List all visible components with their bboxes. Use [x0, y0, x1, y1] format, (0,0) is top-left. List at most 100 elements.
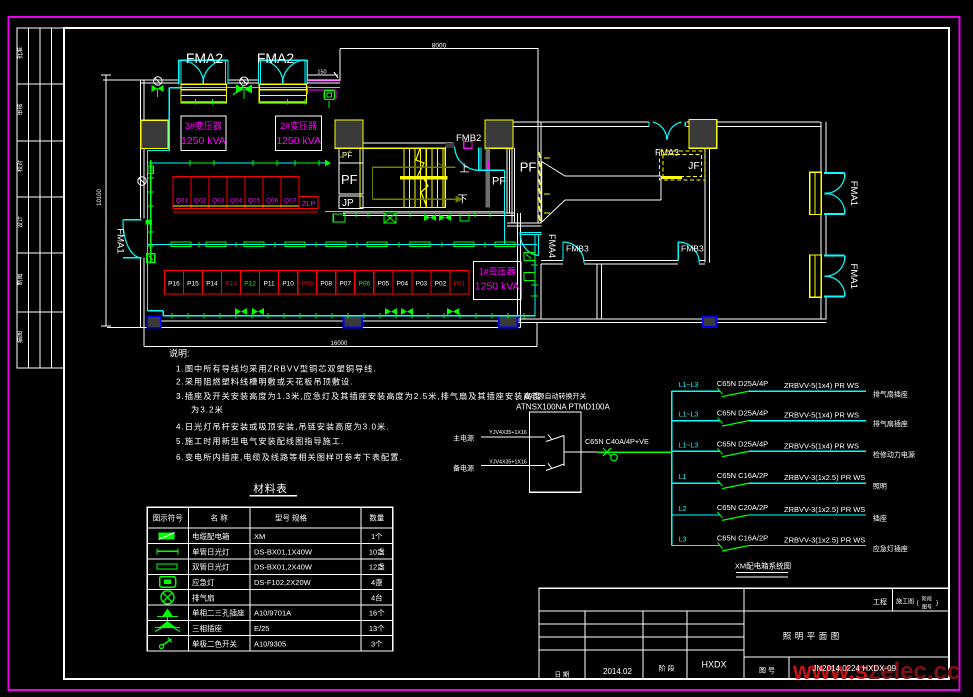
- svg-text:2.采用阻燃塑料线槽明敷或天花板吊顶敷设.: 2.采用阻燃塑料线槽明敷或天花板吊顶敷设.: [176, 377, 353, 387]
- svg-text:JF: JF: [688, 160, 700, 172]
- svg-text:L1~L3: L1~L3: [679, 412, 699, 419]
- svg-text:P09: P09: [301, 281, 313, 288]
- svg-text:C65N D25A/4P: C65N D25A/4P: [717, 379, 768, 388]
- svg-text:照明平面图: 照明平面图: [783, 631, 843, 641]
- svg-text:ZRBVV-5(1x4) PR WS: ZRBVV-5(1x4) PR WS: [784, 441, 859, 450]
- svg-text:FMA1: FMA1: [848, 264, 859, 289]
- svg-text:P14: P14: [206, 281, 218, 288]
- svg-text:上: 上: [460, 163, 470, 175]
- svg-text:三相插座: 三相插座: [192, 623, 222, 633]
- svg-text:图示符号: 图示符号: [153, 513, 183, 523]
- svg-text:FMA3: FMA3: [655, 148, 679, 158]
- svg-text:1250 kVA: 1250 kVA: [276, 135, 321, 147]
- svg-text:12盏: 12盏: [369, 562, 385, 572]
- svg-text:16000: 16000: [331, 341, 348, 347]
- svg-text:图号: 图号: [922, 605, 932, 611]
- svg-text:FMA4: FMA4: [547, 234, 557, 258]
- svg-text:P02: P02: [435, 281, 447, 288]
- svg-text:L1: L1: [679, 474, 687, 481]
- svg-text:13个: 13个: [369, 624, 385, 633]
- svg-text:Q07: Q07: [284, 198, 297, 205]
- svg-text:C65N D25A/4P: C65N D25A/4P: [717, 409, 768, 418]
- svg-text:P10: P10: [282, 281, 294, 288]
- svg-text:应急灯插座: 应急灯插座: [873, 544, 908, 553]
- svg-text:DS-BX01,2X40W: DS-BX01,2X40W: [254, 563, 313, 572]
- svg-text:照明: 照明: [873, 483, 887, 491]
- svg-text:2014.02: 2014.02: [603, 667, 632, 676]
- svg-text:单管日光灯: 单管日光灯: [192, 546, 230, 556]
- svg-text:C65N C16A/2P: C65N C16A/2P: [717, 471, 768, 480]
- svg-text:ZRBVV-3(1x2.5) PR WS: ZRBVV-3(1x2.5) PR WS: [784, 536, 865, 545]
- svg-text:数量: 数量: [369, 513, 384, 523]
- svg-text:ZRBVV-3(1x2.5) PR WS: ZRBVV-3(1x2.5) PR WS: [784, 505, 865, 514]
- svg-text:下: 下: [458, 195, 468, 206]
- svg-text:排气扇: 排气扇: [192, 592, 215, 602]
- svg-text:150: 150: [317, 70, 326, 76]
- svg-text:YJV4X35+1X16: YJV4X35+1X16: [489, 460, 527, 466]
- svg-text:16个: 16个: [369, 609, 385, 618]
- svg-text:L1~L3: L1~L3: [679, 382, 699, 389]
- svg-text:P03: P03: [416, 281, 428, 288]
- svg-text:P07: P07: [339, 281, 351, 288]
- svg-text:ZRBVV-5(1x4) PR WS: ZRBVV-5(1x4) PR WS: [784, 411, 859, 420]
- svg-text:备电源: 备电源: [453, 464, 474, 473]
- svg-text:www.szelec.cc: www.szelec.cc: [792, 658, 960, 685]
- svg-text:C65N C16A/2P: C65N C16A/2P: [717, 534, 768, 543]
- svg-text:1个: 1个: [371, 532, 383, 541]
- svg-text:FMA1: FMA1: [848, 181, 859, 206]
- svg-text:P08: P08: [320, 281, 332, 288]
- svg-text:日 期: 日 期: [555, 671, 570, 679]
- svg-text:DS-F102,2X20W: DS-F102,2X20W: [254, 578, 312, 587]
- svg-text:JP: JP: [342, 198, 354, 209]
- svg-text:主电源: 主电源: [453, 434, 474, 443]
- svg-text:P05: P05: [378, 281, 390, 288]
- svg-text:4台: 4台: [371, 592, 383, 602]
- svg-text:P12: P12: [244, 281, 256, 288]
- svg-text:FMA2: FMA2: [257, 50, 295, 66]
- svg-text:L1~L3: L1~L3: [679, 442, 699, 449]
- svg-text:L2: L2: [679, 506, 687, 513]
- svg-text:说明:: 说明:: [169, 348, 190, 359]
- svg-text:P01: P01: [454, 281, 466, 288]
- svg-text:单相二三孔插座: 单相二三孔插座: [192, 608, 245, 618]
- svg-text:(: (: [917, 600, 920, 607]
- svg-text:ZRBVV-3(1x2.5) PR WS: ZRBVV-3(1x2.5) PR WS: [784, 473, 865, 482]
- svg-text:JN2014.0224 HXDX-09: JN2014.0224 HXDX-09: [812, 664, 896, 673]
- svg-text:P04: P04: [397, 281, 409, 288]
- svg-text:为3.2米: 为3.2米: [191, 405, 224, 415]
- svg-text:L3: L3: [679, 537, 687, 544]
- svg-text:ZLP: ZLP: [302, 199, 316, 208]
- svg-text:Q02: Q02: [194, 198, 207, 205]
- svg-text:校对: 校对: [16, 160, 24, 172]
- svg-text:材料表: 材料表: [253, 482, 288, 495]
- svg-text:单极二色开关: 单极二色开关: [192, 638, 237, 648]
- svg-text:PF: PF: [520, 160, 537, 175]
- svg-text:2#变压器: 2#变压器: [280, 120, 317, 131]
- svg-text:4盏: 4盏: [371, 577, 383, 587]
- svg-text:Q03: Q03: [212, 198, 225, 205]
- svg-text:排气扇插座: 排气扇插座: [873, 390, 908, 399]
- svg-text:P16: P16: [168, 281, 180, 288]
- svg-text:3.插座及开关安装高度为1.3米,应急灯及其插座安装高度为2: 3.插座及开关安装高度为1.3米,应急灯及其插座安装高度为2.5米,排气扇及其插…: [176, 391, 542, 401]
- svg-text:HXDX: HXDX: [701, 660, 726, 670]
- svg-text:A10/9305: A10/9305: [254, 639, 286, 648]
- svg-text:6.变电所内插座,电缆及线路等相关图样可参考下表配置.: 6.变电所内插座,电缆及线路等相关图样可参考下表配置.: [176, 452, 403, 462]
- svg-text:C65N C40A/4P+VE: C65N C40A/4P+VE: [585, 437, 649, 446]
- svg-text:FMB2: FMB2: [456, 133, 481, 144]
- svg-text:1#变压器: 1#变压器: [479, 266, 516, 277]
- svg-text:A10/9701A: A10/9701A: [254, 609, 291, 618]
- svg-text:阶段: 阶段: [922, 596, 932, 603]
- svg-text:Q05: Q05: [248, 198, 261, 205]
- svg-text:双管日光灯: 双管日光灯: [192, 562, 230, 572]
- svg-text:3#变压器: 3#变压器: [185, 120, 222, 131]
- svg-text:C65N C20A/2P: C65N C20A/2P: [717, 503, 768, 512]
- svg-text:P15: P15: [187, 281, 199, 288]
- svg-text:PF: PF: [492, 176, 506, 188]
- svg-text:名 称: 名 称: [211, 513, 229, 523]
- svg-text:3个: 3个: [371, 639, 383, 648]
- svg-text:阶 段: 阶 段: [659, 664, 675, 673]
- svg-text:FMA2: FMA2: [186, 50, 224, 66]
- svg-text:XM配电箱系统图: XM配电箱系统图: [735, 561, 791, 571]
- svg-text:Q04: Q04: [230, 198, 243, 205]
- svg-text:型号 规格: 型号 规格: [275, 513, 308, 523]
